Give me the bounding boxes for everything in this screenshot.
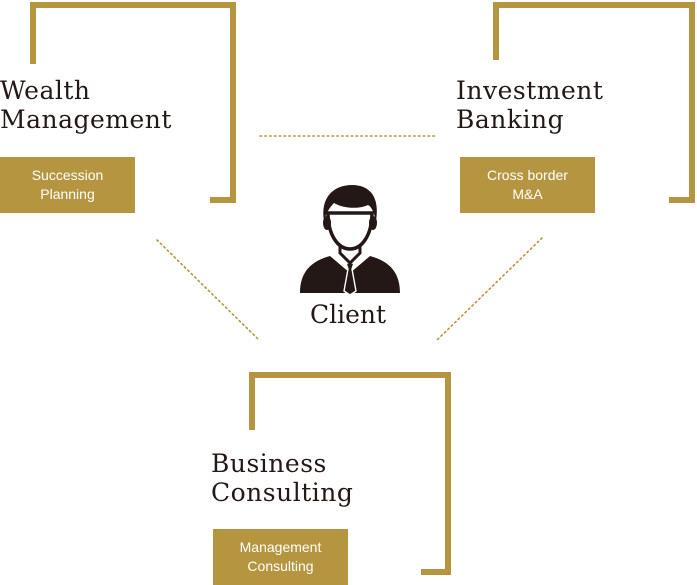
wealth-bracket <box>30 2 236 203</box>
business-bracket <box>249 372 451 575</box>
cross-border-ma-tag: Cross border M&A <box>460 157 595 213</box>
management-consulting-tag: Management Consulting <box>213 529 348 585</box>
business-consulting-title: Business Consulting <box>211 449 354 507</box>
wealth-management-title: Wealth Management <box>0 76 172 134</box>
client-label: Client <box>309 300 387 329</box>
connector-invest-business <box>436 237 543 341</box>
businessman-icon <box>300 185 400 295</box>
connector-wealth-business <box>156 239 260 341</box>
succession-planning-tag: Succession Planning <box>0 157 135 213</box>
investment-banking-title: Investment Banking <box>456 76 604 134</box>
investment-bracket <box>493 2 695 203</box>
